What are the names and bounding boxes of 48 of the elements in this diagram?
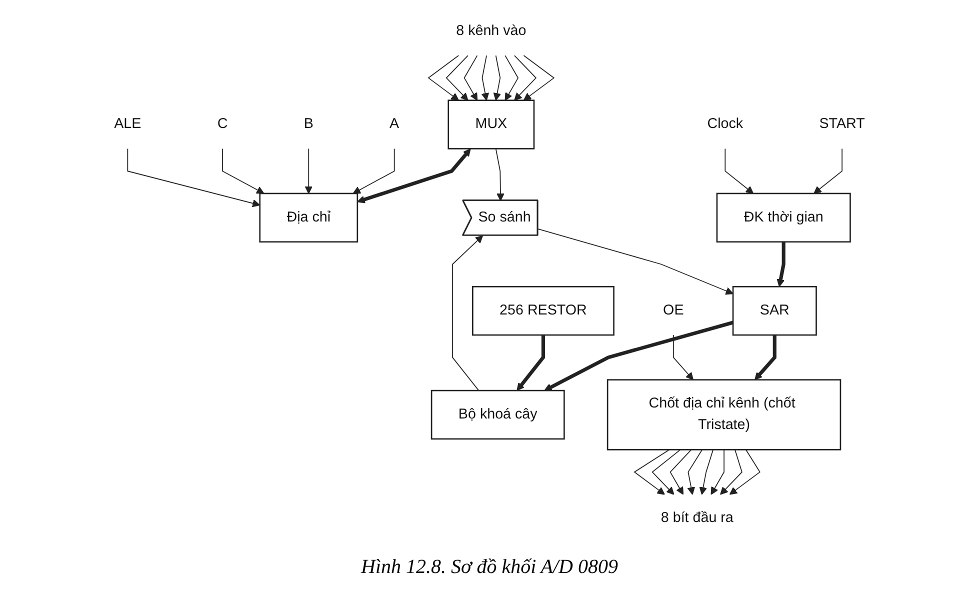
- arrow: [523, 55, 555, 101]
- arrow: [428, 55, 460, 101]
- arrow: [710, 449, 724, 495]
- arrow: [538, 228, 734, 295]
- node-text: A: [390, 116, 400, 132]
- node-box: Bộ khoá cây: [430, 390, 565, 440]
- arrow: [481, 55, 490, 101]
- arrow: [672, 334, 694, 380]
- arrow: [446, 55, 468, 101]
- arrow: [357, 148, 471, 204]
- arrow: [127, 148, 260, 208]
- arrow: [729, 449, 760, 495]
- arrow: [670, 449, 692, 495]
- arrow: [724, 148, 754, 194]
- arrow: [222, 148, 264, 194]
- arrow: [304, 148, 313, 194]
- arrow: [514, 55, 537, 101]
- arrow: [754, 335, 776, 380]
- node-text: START: [819, 116, 865, 132]
- figure-caption: Hình 12.8. Sơ đồ khối A/D 0809: [361, 556, 618, 579]
- node-text: 8 bít đầu ra: [660, 510, 734, 526]
- node-text: 8 kênh vào: [456, 23, 526, 39]
- node-box: 256 RESTOR: [472, 286, 614, 336]
- arrow: [652, 449, 681, 495]
- arrow: [687, 449, 703, 495]
- node-text: B: [304, 116, 314, 132]
- arrow: [814, 148, 842, 194]
- arrow: [720, 449, 742, 495]
- node-box: Địa chỉ: [259, 192, 358, 243]
- node-text: OE: [663, 302, 684, 318]
- arrow: [776, 242, 786, 287]
- arrow: [544, 320, 734, 391]
- node-box: ĐK thời gian: [716, 192, 851, 243]
- arrow: [464, 55, 478, 101]
- arrow: [352, 148, 395, 194]
- arrow: [493, 55, 502, 101]
- node-box: Chốt địa chỉ kênh (chốt Tristate): [606, 379, 842, 450]
- arrow: [504, 55, 519, 101]
- arrow: [516, 335, 546, 391]
- arrow: [634, 449, 670, 495]
- node-text: Clock: [707, 116, 744, 132]
- node-text: ALE: [114, 116, 142, 132]
- node-box: SAR: [732, 286, 817, 336]
- arrow: [495, 148, 504, 201]
- node-box: MUX: [448, 100, 535, 150]
- node-text: C: [217, 116, 228, 132]
- arrow: [699, 449, 714, 495]
- arrow: [452, 235, 484, 391]
